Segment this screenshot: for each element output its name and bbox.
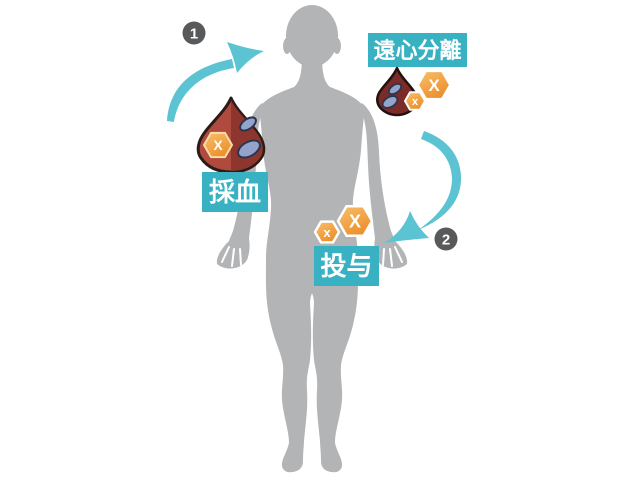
extracted-hexagon-large-icon: X [417,70,451,100]
blood-drop-icon: X [196,96,266,174]
blood-cell-icon [381,95,399,109]
badge-1-circle [182,21,206,45]
hexagon-x-mark: X [428,76,440,95]
body-torso-legs [259,56,365,473]
label-centrifugation-box [368,33,467,67]
badge-1-number: 1 [190,26,198,43]
label-collection-box [202,172,268,212]
blood-cell-icon [387,82,403,96]
cycle-arrow-2 [384,131,462,243]
hexagon-x-mark: x [323,225,331,240]
hexagon-x-mark: X [349,212,361,232]
label-collection: 採血 [202,172,268,212]
step-1-badge: 1 [182,21,206,45]
component-hexagon-icon: X [203,131,233,159]
badge-2-circle [434,227,458,251]
label-administration: 投与 [314,246,379,286]
label-centrifugation-text: 遠心分離 [373,38,461,63]
arrow-1-head-icon [227,42,264,73]
injected-hexagon-large-icon: X [336,205,374,237]
arrow-2-swoosh [418,131,462,230]
arrow-1-swoosh [167,59,234,122]
body-ear-left [283,38,291,54]
cycle-arrow-1 [167,42,264,122]
label-administration-box [314,246,379,286]
badge-2-number: 2 [442,232,450,249]
extracted-hexagon-small-icon: x [404,91,426,111]
label-administration-text: 投与 [320,251,372,281]
finger-gap-lines [221,246,403,267]
human-body-silhouette [216,5,408,473]
label-collection-text: 採血 [209,177,261,207]
arrow-2-head-icon [384,211,429,243]
injected-hexagon-small-icon: x [313,220,341,244]
body-head [286,5,338,67]
hexagon-x-mark: x [412,96,419,108]
hexagon-x-mark: X [213,137,223,153]
body-arm-right [359,103,408,269]
body-ear-right [333,38,341,54]
label-centrifugation: 遠心分離 [368,33,467,67]
step-2-badge: 2 [434,227,458,251]
blood-cell-icon [239,116,257,132]
blood-cell-icon [237,139,261,159]
